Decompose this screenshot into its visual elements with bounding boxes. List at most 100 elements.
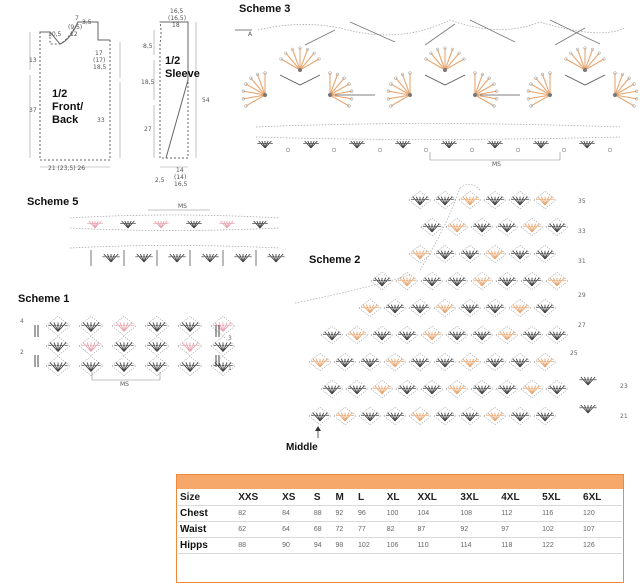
lattice-cell (533, 406, 557, 426)
scheme2-row-29: 29 (578, 292, 586, 299)
scheme5-title: Scheme 5 (27, 196, 79, 208)
lattice-cell (320, 379, 344, 399)
stitch-fan (48, 362, 68, 372)
size-col: XXS (236, 490, 281, 506)
stitch-fan (81, 342, 101, 352)
table-cell: 100 (384, 505, 416, 522)
stitch-fan (536, 358, 554, 368)
stitch-fan (448, 385, 466, 395)
size-table: Size XXS XS S M L XL XXL 3XL 4XL 5XL 6XL… (178, 490, 622, 554)
lattice-cell (144, 336, 170, 356)
lattice-cell (45, 316, 71, 336)
table-cell: 107 (581, 521, 622, 538)
scheme2-row-21: 21 (620, 413, 628, 420)
lattice-cell (533, 352, 557, 372)
size-col: L (356, 490, 385, 506)
stitch-fan (473, 331, 491, 341)
front-back-line1: 1/2 (52, 88, 68, 100)
lattice-cell (495, 217, 519, 237)
stitch-fan (523, 385, 541, 395)
table-cell: 88 (236, 537, 281, 554)
lattice-cell (45, 356, 71, 376)
stitch-fan (168, 253, 186, 263)
lattice-cell (383, 298, 407, 318)
stitch-fan (303, 140, 319, 149)
stitch-fan (120, 220, 136, 229)
table-cell: 120 (581, 505, 622, 522)
lattice-cell (383, 406, 407, 426)
stitch-fan (511, 196, 529, 206)
pineapple-motif (328, 71, 354, 108)
front-back-line3: Back (52, 114, 79, 126)
fb-top-c: (9,5) (68, 24, 82, 31)
lattice-cell (483, 352, 507, 372)
stitch-fan (448, 331, 466, 341)
fb-side: 37 (29, 107, 37, 114)
stitch-fan (579, 404, 597, 414)
lattice-cell (358, 352, 382, 372)
scheme1-ms-label: MS (120, 381, 129, 388)
lattice-cell (370, 325, 394, 345)
sl-bottom-a: 14 (176, 167, 184, 174)
front-back-dimension-lines (29, 32, 121, 168)
scheme1-row-3: 3 (228, 335, 232, 342)
stitch-fan (348, 385, 366, 395)
lattice-cell (545, 271, 569, 291)
stitch-fan (323, 331, 341, 341)
stitch-fan (398, 277, 416, 287)
pineapple-motif (279, 46, 321, 72)
table-cell: 102 (356, 537, 385, 554)
scheme2-row-25: 25 (570, 350, 578, 357)
stitch-fan (180, 342, 200, 352)
lattice-cell (495, 379, 519, 399)
sleeve-line2: Sleeve (165, 68, 200, 80)
pineapple-motif (424, 46, 466, 72)
size-col: XL (384, 490, 416, 506)
scheme1-row-2: 2 (20, 349, 24, 356)
pineapple-motif (564, 46, 606, 72)
stitch-fan (423, 385, 441, 395)
sl-top-c: 18 (172, 22, 180, 29)
stitch-fan (114, 322, 134, 332)
stitch-fan (486, 250, 504, 260)
size-table-frame (176, 474, 624, 583)
stitch-fan (487, 140, 503, 149)
stitch-fan (423, 331, 441, 341)
fb-bottom: 21 (23,5) 26 (48, 165, 85, 172)
stitch-fan (411, 304, 429, 314)
lattice-cell (45, 336, 71, 356)
lattice-cell (395, 379, 419, 399)
size-col: XXL (415, 490, 459, 506)
table-cell: 104 (415, 505, 459, 522)
table-row-hipps: Hipps 88 90 94 98 102 106 110 114 118 12… (178, 537, 622, 554)
table-cell: 110 (415, 537, 459, 554)
sl-left-a: 8,5 (143, 43, 153, 50)
scheme2-row-23: 23 (620, 383, 628, 390)
table-cell: 64 (280, 521, 312, 538)
size-col: XS (280, 490, 312, 506)
lattice-cell (408, 352, 432, 372)
row-label: Chest (178, 505, 237, 522)
lattice-cell (177, 316, 203, 336)
lattice-cell (420, 325, 444, 345)
scheme2-row-27: 27 (578, 322, 586, 329)
lattice-cell (520, 271, 544, 291)
lattice-cell (210, 336, 236, 356)
stitch-fan (257, 140, 273, 149)
sleeve-label: 1/2 Sleeve (165, 55, 200, 81)
stitch-fan (361, 358, 379, 368)
sl-bottom-left: 2,5 (155, 177, 165, 184)
fb-top-a: 7 (75, 15, 79, 22)
stitch-fan (498, 331, 516, 341)
lattice-cell (508, 190, 532, 210)
scheme3-chart: A MS (235, 19, 639, 168)
lattice-cell (395, 325, 419, 345)
stitch-fan (147, 322, 167, 332)
stitch-fan (486, 358, 504, 368)
lattice-cell (508, 352, 532, 372)
stitch-fan (135, 253, 153, 263)
lattice-cell (370, 379, 394, 399)
stitch-fan (336, 412, 354, 422)
stitch-fan (147, 362, 167, 372)
